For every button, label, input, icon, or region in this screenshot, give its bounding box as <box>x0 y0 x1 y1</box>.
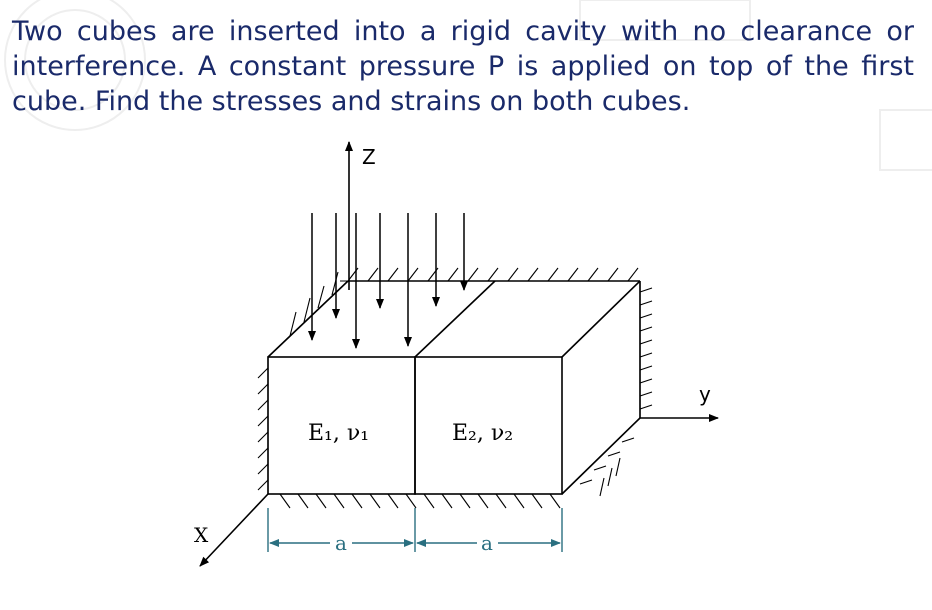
cube-1-material-label: E₁, ν₁ <box>308 421 369 446</box>
dimension-2-label: a <box>481 531 493 555</box>
pressure-arrows <box>308 213 468 349</box>
z-axis-label: Z <box>362 145 376 169</box>
cube-1 <box>267 280 496 495</box>
cube-2 <box>348 280 641 495</box>
x-axis-label: X <box>194 523 209 547</box>
x-axis: X <box>194 493 269 567</box>
left-wall-hatching <box>257 271 349 494</box>
back-top-hatching <box>340 267 639 282</box>
y-axis: y <box>640 382 719 422</box>
z-axis: Z <box>345 141 376 290</box>
problem-statement: Two cubes are inserted into a rigid cavi… <box>12 16 914 117</box>
cube-2-material-label: E₂, ν₂ <box>452 421 513 446</box>
y-axis-label: y <box>699 382 711 406</box>
dimension-lines <box>267 508 563 552</box>
right-wall-hatching <box>561 283 653 497</box>
dimension-1-label: a <box>335 531 347 555</box>
bottom-wall-hatching <box>268 493 562 509</box>
